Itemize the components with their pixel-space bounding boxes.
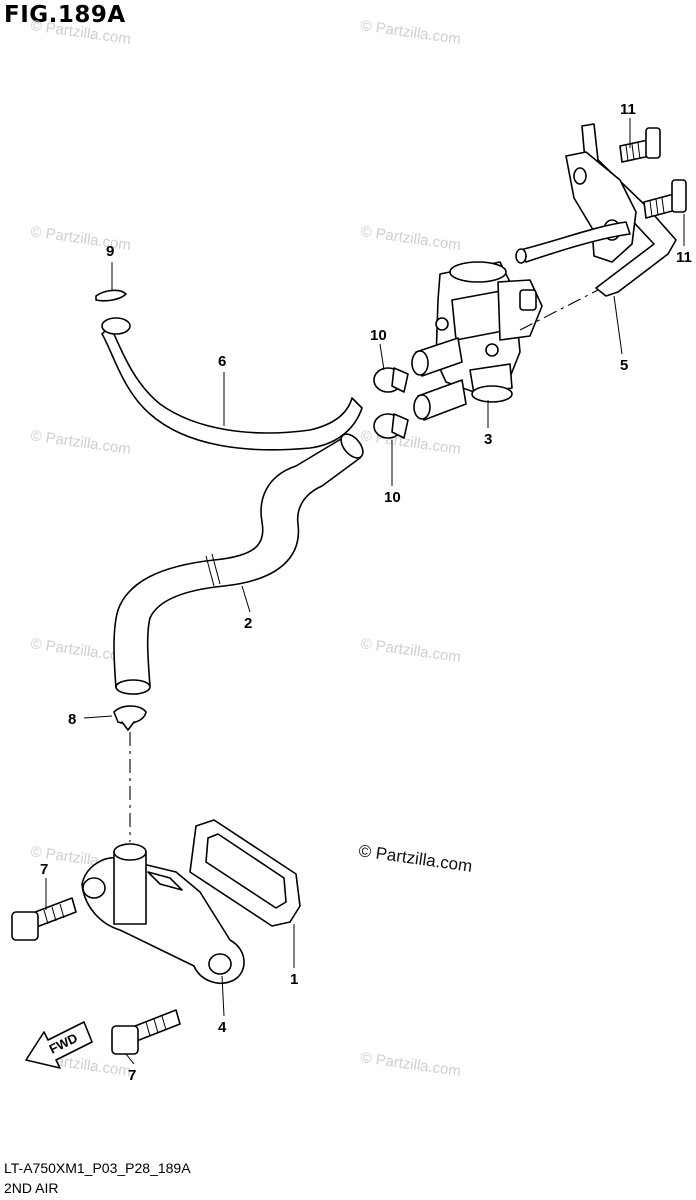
callout-4: 4: [218, 1019, 227, 1036]
watermark: © Partzilla.com: [29, 223, 131, 254]
callout-11: 11: [620, 101, 636, 118]
callout-2: 2: [244, 615, 252, 632]
watermark: © Partzilla.com: [359, 1049, 461, 1080]
part-11-bolt-upper: [619, 127, 661, 163]
watermark: © Partzilla.com: [29, 427, 131, 458]
watermark: © Partzilla.com: [359, 635, 461, 666]
leader-lines: [45, 118, 685, 1065]
part-10-clamp-upper: [373, 367, 409, 393]
watermark: © Partzilla.com: [359, 17, 461, 48]
callout-10: 10: [384, 489, 401, 506]
part-6-hose: [101, 317, 363, 451]
part-9-clip: [95, 289, 127, 302]
callout-1: 1: [290, 971, 298, 988]
part-1-gasket: [189, 819, 301, 927]
part-3-air-valve: [411, 261, 543, 421]
callout-6: 6: [218, 353, 226, 370]
callout-8: 8: [68, 711, 76, 728]
figure-code: LT-A750XM1_P03_P28_189A: [4, 1160, 191, 1176]
part-11-bolt-lower: [643, 179, 687, 219]
watermark-layer: © Partzilla.com © Partzilla.com © Partzi…: [29, 17, 461, 1080]
part-4-air-pipe: [81, 843, 245, 984]
callout-5: 5: [620, 357, 628, 374]
callout-7: 7: [40, 861, 48, 878]
watermark: © Partzilla.com: [29, 17, 131, 48]
callout-9: 9: [106, 243, 114, 260]
part-10-clamp-lower: [373, 413, 409, 439]
watermark: © Partzilla.com: [359, 223, 461, 254]
part-5-hose-bracket: [515, 123, 677, 297]
part-8-clip: [113, 705, 147, 731]
part-7-bolt-lower: [111, 1009, 181, 1055]
figure-name: 2ND AIR: [4, 1180, 59, 1196]
callout-7: 7: [128, 1067, 136, 1084]
copyright-watermark: © Partzilla.com: [357, 841, 473, 876]
callouts: 11 11 5 9 6 10 10 3 2 8 7 1 4 7: [40, 101, 692, 1084]
callout-3: 3: [484, 431, 492, 448]
part-7-bolt-upper: [11, 897, 77, 941]
figure-title: FIG.189A: [4, 2, 126, 28]
callout-10: 10: [370, 327, 387, 344]
part-2-hose: [113, 433, 364, 695]
callout-11: 11: [676, 249, 692, 266]
